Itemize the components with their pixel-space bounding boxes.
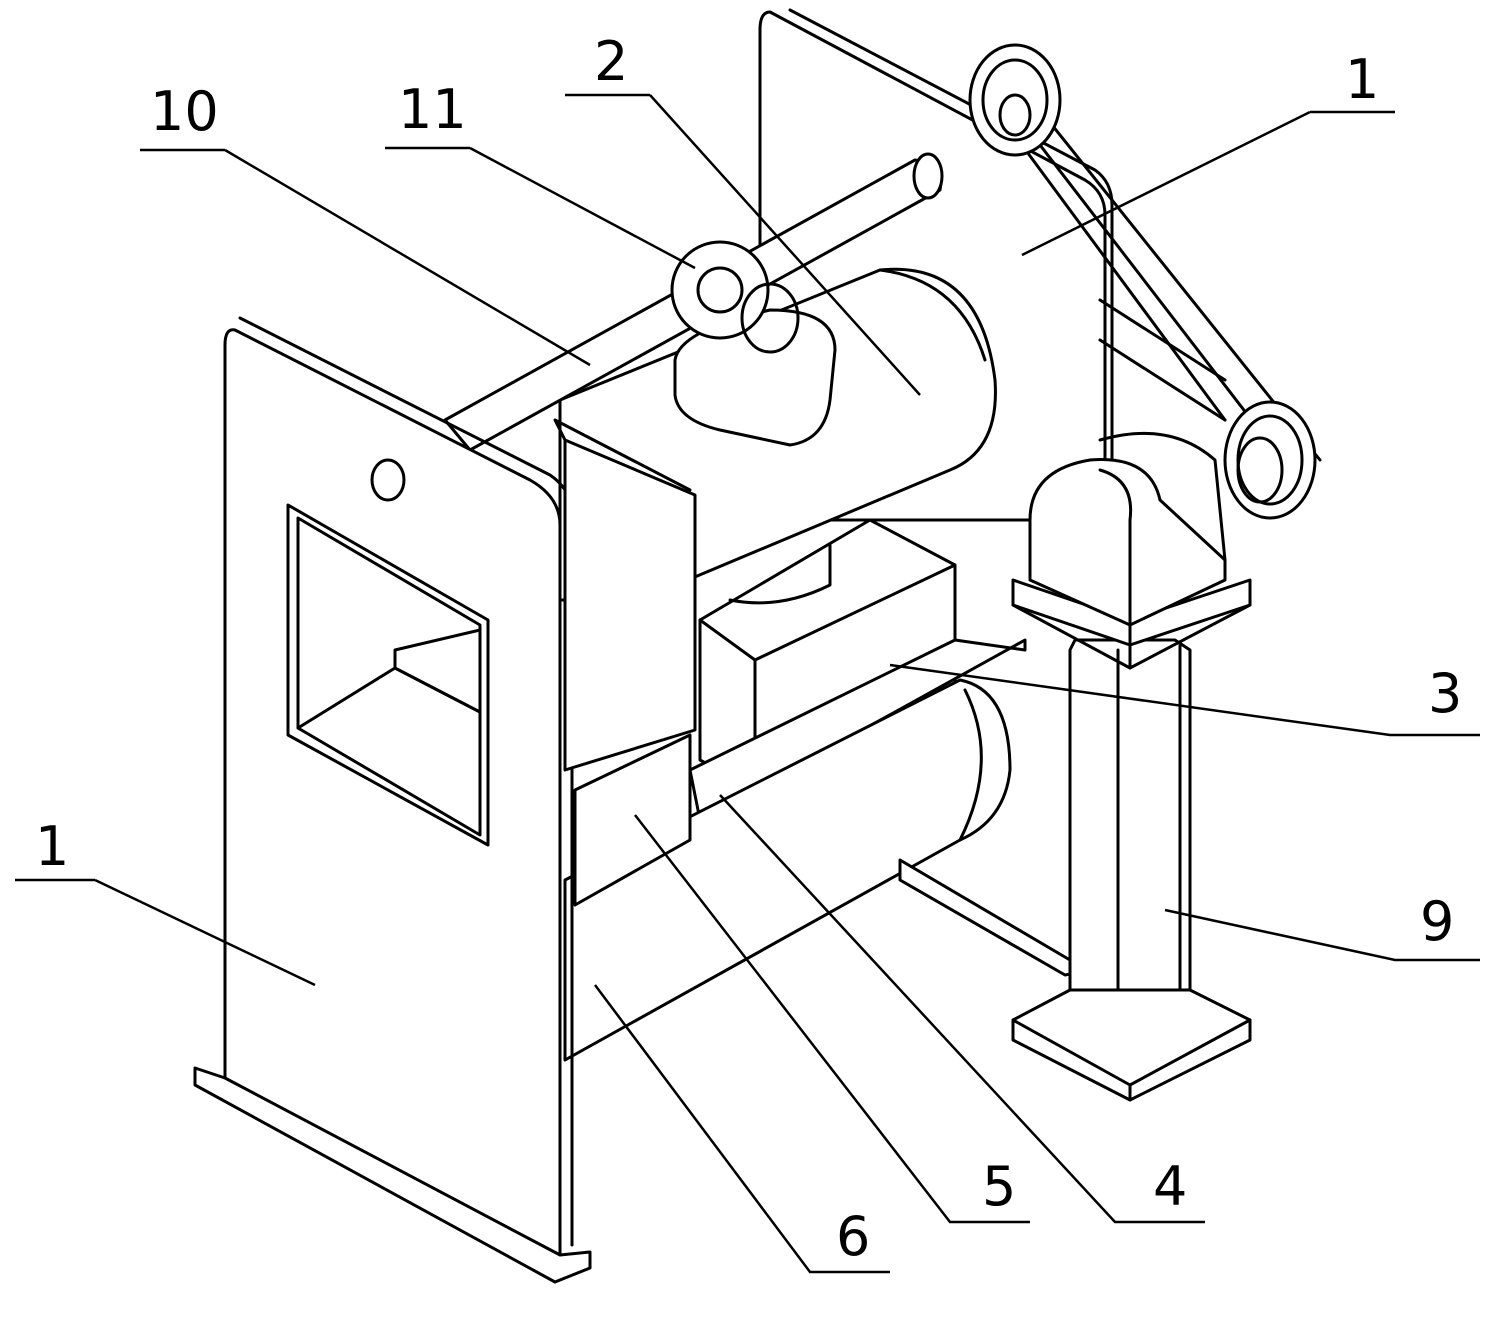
front-blocks (553, 418, 697, 907)
callout-2: 2 (594, 30, 628, 93)
belt-drive (968, 43, 1322, 520)
base-rail (898, 858, 1092, 977)
shaft-collar (670, 240, 837, 447)
left-frame-plate (193, 316, 592, 1284)
callout-labels: 1 2 3 4 5 6 9 10 11 1 (35, 30, 1462, 1268)
callout-9: 9 (1420, 890, 1454, 953)
callout-1-left: 1 (35, 815, 69, 878)
callout-4: 4 (1153, 1155, 1187, 1218)
callout-11: 11 (398, 78, 467, 141)
callout-1-right: 1 (1345, 48, 1379, 111)
callout-6: 6 (836, 1205, 870, 1268)
leader-lines (15, 93, 1480, 1274)
motor-column (1011, 431, 1252, 1102)
lower-roller (563, 678, 1012, 1062)
callout-3: 3 (1428, 662, 1462, 725)
callout-10: 10 (150, 80, 219, 143)
callout-5: 5 (982, 1155, 1016, 1218)
